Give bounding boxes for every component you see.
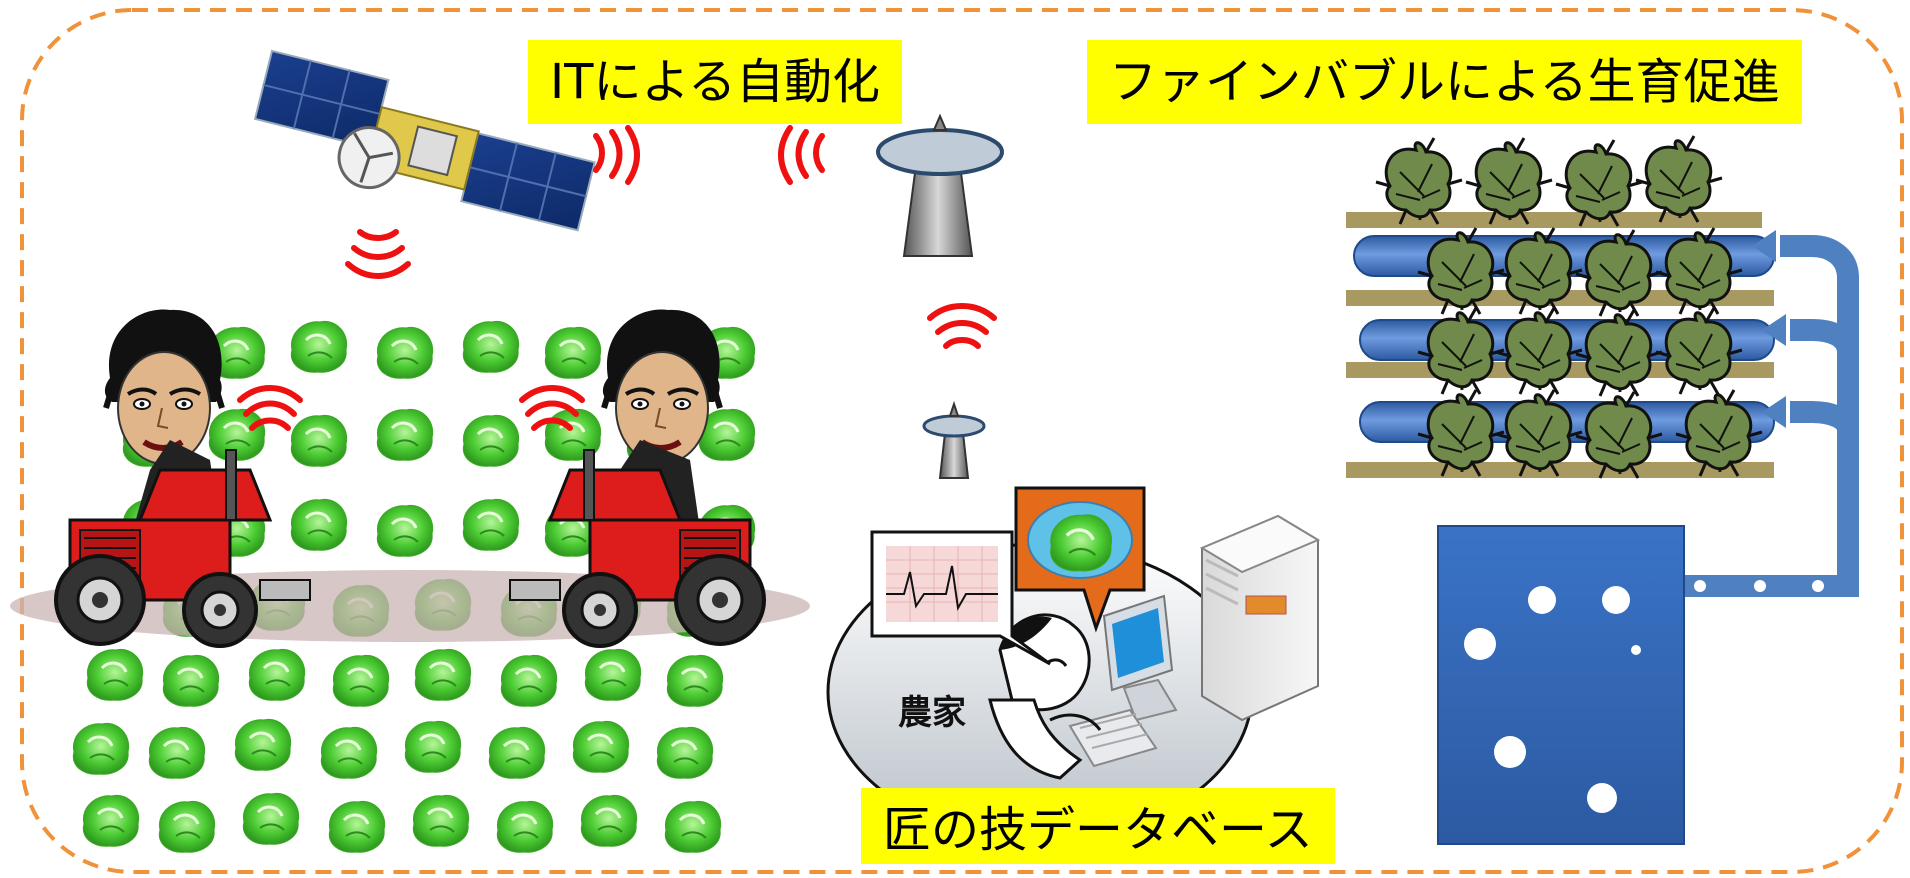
plant-icon [1374,134,1764,480]
satellite-icon [253,49,596,232]
computer-icon [1068,594,1178,768]
cabbage-bubble-icon [1014,486,1146,633]
fine-bubble-rack [1346,134,1859,845]
farmer-label: 農家 [898,693,966,733]
cabbage-icon [1048,513,1114,573]
feed-pipe-icon [1682,230,1859,597]
label-fine-bubble: ファインバブルによる生育促進 [1087,40,1802,124]
signal-waves-icon [237,125,997,431]
tractor-right [508,310,766,648]
label-it-automation: ITによる自動化 [528,40,903,124]
tractor-left [54,310,312,648]
database-scene: 農家 [826,486,1321,842]
antenna-tower-icon [876,113,1004,257]
ecg-bubble-icon [870,530,1051,666]
label-database: 匠の技データベース [861,788,1335,864]
antenna-tower-icon-small [922,400,986,479]
water-tank-icon [1437,525,1685,845]
server-icon [1199,514,1321,722]
farmer-face-icon [105,310,222,464]
